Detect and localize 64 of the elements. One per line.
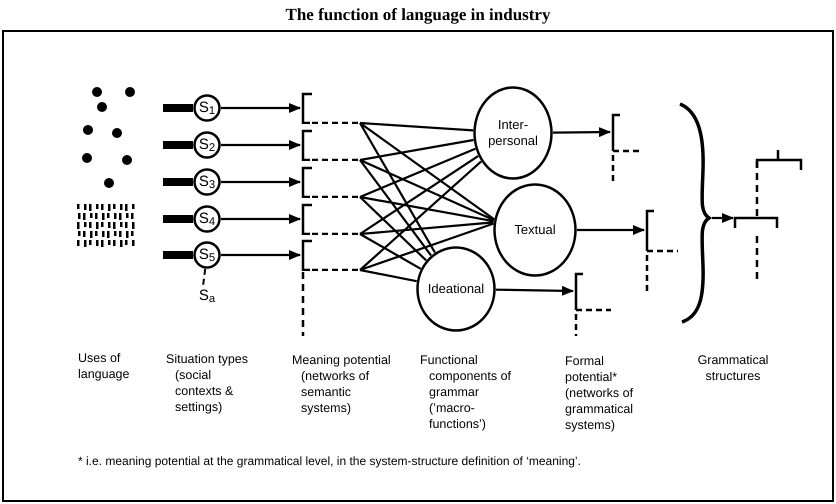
circle-node [416,246,496,332]
node-label: S$_{4}$ [198,210,216,228]
circle-node [193,131,221,159]
tree-drawing [733,150,803,282]
connector-line [360,122,474,132]
connector-line [359,160,482,271]
arrow [552,127,611,138]
node-label: Ideational [426,280,486,298]
node-label: S$_{5}$ [198,246,216,264]
footnote: * i.e. meaning potential at the grammatical level, in the system-structure definition of ‘meaning’. [78,453,582,469]
connector-line [359,159,432,256]
symbol-label: S$_{a}$ [198,286,216,306]
connector-line [202,268,206,286]
arrow [221,103,301,113]
circle-node [193,205,221,233]
arrow [221,177,301,187]
connector-line [360,148,476,198]
node-label: S$_{3}$ [198,172,216,192]
connector-line [163,141,193,149]
connector-line [163,251,193,259]
bracket-symbol [644,209,678,291]
column-caption: Grammatical structures [696,352,770,384]
arrow [712,213,734,223]
connector-line [163,215,193,223]
arrow [577,225,645,235]
connector-line [163,178,193,186]
circle-node [473,86,553,180]
circle-node [193,168,221,196]
node-label: Inter- personal [487,116,539,150]
connector-line [360,222,494,272]
node-label: Textual [513,222,557,238]
column-caption: Formal potential* (networks of grammatical systems) [565,353,634,433]
column-caption: Situation types (social contexts & settings) [166,351,249,415]
arrow [221,214,301,224]
bracket-symbol [300,203,360,235]
arrow [496,286,574,296]
column-caption: Functional components of grammar (’macro-functions’) [420,352,512,432]
bracket-symbol [300,166,360,198]
connector-line [359,122,436,254]
circle-node [193,94,221,122]
connector-line [360,221,494,236]
curly-brace [678,102,712,324]
title: The function of language in industry [286,4,550,26]
arrow [221,140,301,150]
connector-line [360,196,494,222]
connector-line [359,196,427,262]
connector-line [360,268,417,282]
bracket-symbol [300,239,360,271]
arrow [221,250,301,260]
bracket-symbol [573,272,611,336]
node-label: S$_{1}$ [198,98,216,118]
circle-node [193,241,221,269]
column-caption: Uses of language [78,350,130,382]
connector-line [359,233,422,270]
connector-line [359,122,495,220]
connector-line [359,155,479,235]
connector-line [163,104,193,112]
circle-node [493,183,577,277]
bracket-symbol [300,129,360,161]
connector-line [360,138,474,162]
node-label: S$_{2}$ [198,136,216,154]
column-caption: Meaning potential (networks of semantic systems) [292,352,392,416]
connector-line [360,159,494,222]
bracket-symbol [300,92,360,124]
